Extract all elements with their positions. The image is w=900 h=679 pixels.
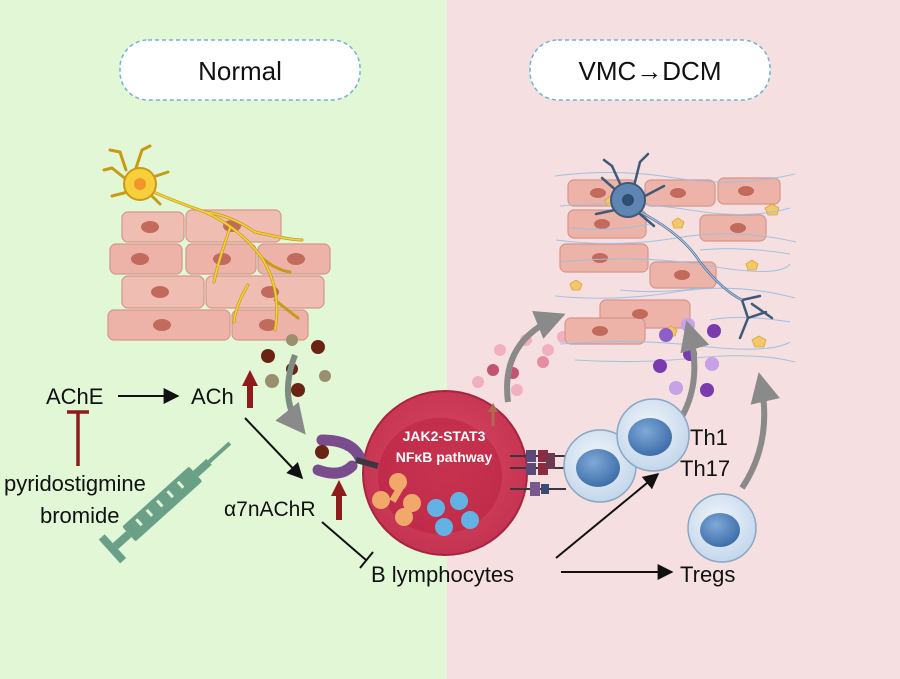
ach-binding-arrow (275, 353, 306, 435)
b-cell-surface-receptors (510, 450, 570, 496)
syringe-icon (98, 441, 232, 564)
pathway-label-line2: NFκB pathway (396, 449, 493, 465)
up-arrow-icon (242, 370, 258, 408)
treg-to-heart-arrow (739, 372, 780, 490)
ach-to-receptor-arrow (244, 417, 304, 480)
b-lymphocyte-icon (362, 390, 528, 556)
th1-label: Th1 (690, 425, 728, 450)
b-lymphocytes-label: B lymphocytes (371, 562, 514, 587)
drug-name-line2: bromide (40, 503, 119, 528)
ach-label: ACh (191, 384, 234, 409)
vmc-title: VMC→DCM (579, 56, 722, 86)
ache-label: AChE (46, 384, 103, 409)
receptor-label: α7nAChR (224, 498, 316, 521)
th-to-heart-arrow (677, 320, 710, 422)
vmc-panel-background (447, 0, 900, 679)
secretion-arrow (488, 403, 498, 426)
receptor-up-arrow-icon (331, 480, 347, 520)
inhibition-icon (67, 410, 89, 466)
pathway-label-line1: JAK2-STAT3 (403, 428, 486, 444)
th17-label: Th17 (680, 456, 730, 481)
receptor-icon (312, 434, 379, 479)
tregs-label: Tregs (680, 562, 735, 587)
cytokine-to-heart-arrow (504, 310, 566, 403)
ach-molecules (261, 334, 331, 397)
damaged-neuron-icon (594, 152, 774, 340)
t-cell-icon (563, 398, 757, 563)
b-cell-to-th-arrow (555, 472, 660, 559)
receptor-inhibits-b-cells (321, 521, 374, 569)
normal-title-box: Normal (119, 39, 361, 101)
normal-title: Normal (198, 56, 282, 86)
vmc-title-box: VMC→DCM (529, 39, 771, 101)
neuron-icon (102, 144, 304, 332)
drug-name-line1: pyridostigmine (4, 471, 146, 496)
